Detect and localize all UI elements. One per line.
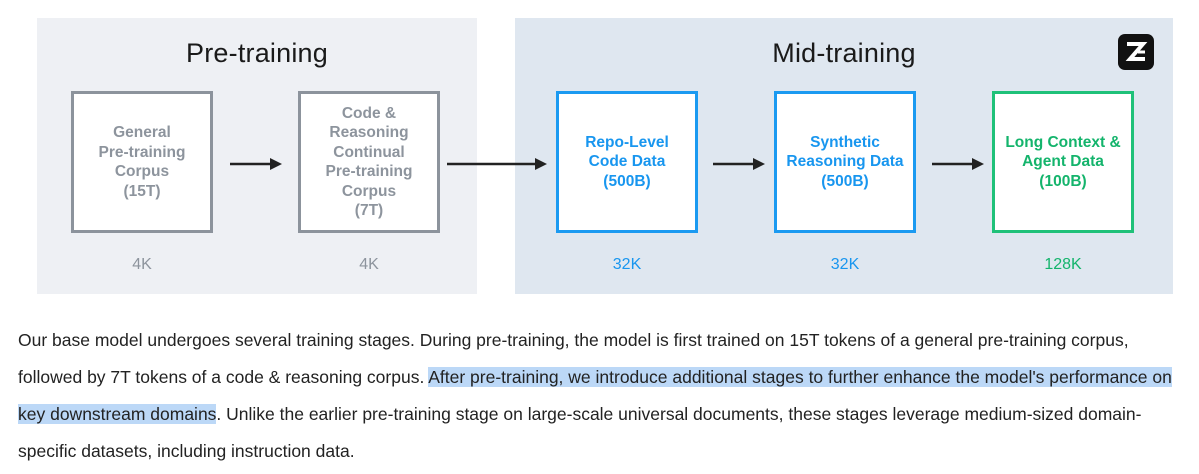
arrow-right-icon: [447, 158, 547, 170]
context-length-label: 4K: [359, 256, 379, 273]
midtraining-title: Mid-training: [772, 38, 916, 68]
stage-long-context-agent-data: Long Context & Agent Data (100B): [992, 91, 1134, 233]
arrow-right-icon: [713, 158, 765, 170]
stage-code-reasoning-corpus: Code & Reasoning Continual Pre-training …: [298, 91, 440, 233]
context-length-label: 32K: [612, 256, 642, 273]
stage-synthetic-reasoning-data: Synthetic Reasoning Data (500B): [774, 91, 916, 233]
context-length-label: 4K: [132, 256, 152, 273]
z-logo-icon: [1118, 34, 1154, 70]
arrow-right-icon: [932, 158, 984, 170]
context-length-label: 128K: [1044, 256, 1082, 273]
context-length-label: 32K: [830, 256, 860, 273]
pretraining-title: Pre-training: [186, 38, 328, 68]
stage-label: Synthetic Reasoning Data (500B): [786, 133, 904, 190]
description-paragraph: Our base model undergoes several trainin…: [18, 322, 1183, 470]
stage-label: General Pre-training Corpus (15T): [98, 124, 186, 200]
stage-label: Repo-Level Code Data (500B): [585, 133, 669, 190]
stage-label: Code & Reasoning Continual Pre-training …: [325, 104, 413, 220]
arrow-right-icon: [230, 158, 282, 170]
stage-repo-level-code-data: Repo-Level Code Data (500B): [556, 91, 698, 233]
description-text: . Unlike the earlier pre-training stage …: [18, 404, 1142, 461]
stage-general-pretraining-corpus: General Pre-training Corpus (15T): [71, 91, 213, 233]
stage-label: Long Context & Agent Data (100B): [1005, 133, 1121, 190]
description-text: Our base model undergoes several trainin…: [18, 330, 1129, 387]
